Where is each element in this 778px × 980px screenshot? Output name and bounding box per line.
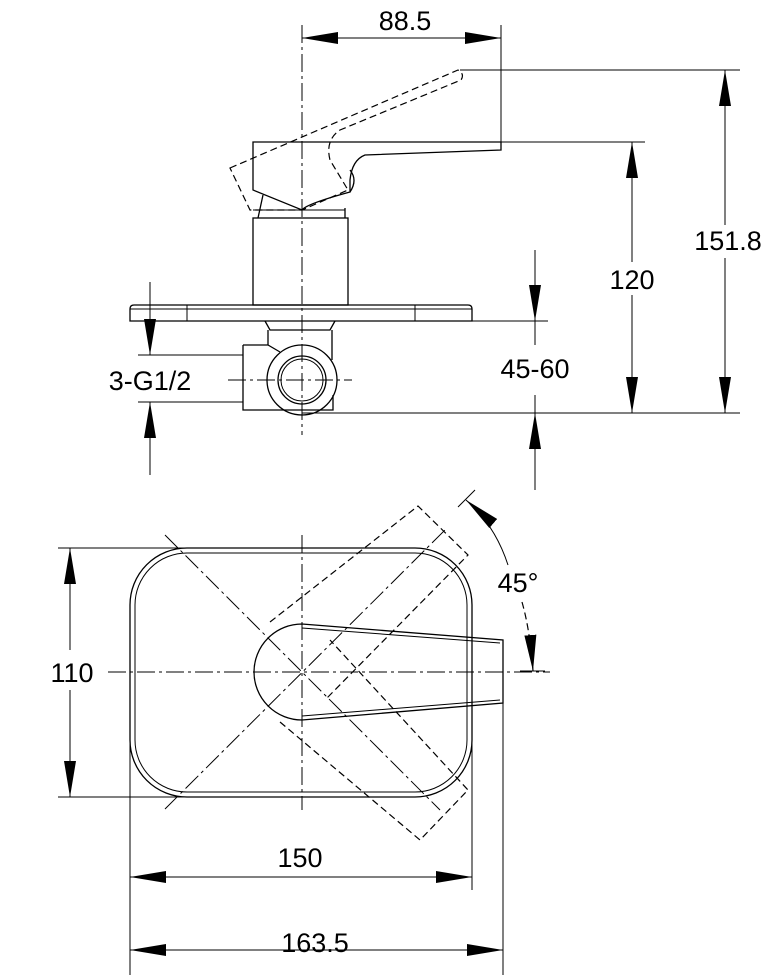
lever-handle-top [253,623,504,721]
dim-label-angle: 45° [498,568,539,598]
dim-label-total-height: 151.8 [694,226,762,256]
lever-rotated-up [269,505,469,701]
lever-handle [349,169,355,193]
side-view: 88.5 151.8 120 45-60 3-G1/2 [109,6,762,490]
diagonal-centerline [164,534,441,811]
top-view: 45° 110 150 163.5 [50,489,550,975]
extension-line [457,489,476,508]
angle-arc [521,601,537,672]
dim-label-connections: 3-G1/2 [109,366,192,396]
dim-label-plate-width: 150 [277,843,322,873]
wall-plate-top [129,547,473,798]
plate-edge [134,552,468,793]
dim-label-wall-depth: 45-60 [500,354,569,384]
wall-plate [129,304,473,322]
valve-body [264,320,336,331]
dim-label-plate-height: 110 [50,658,93,688]
dim-label-handle-reach: 88.5 [379,6,432,36]
diagonal-centerline [164,529,446,810]
dim-label-overall-width: 163.5 [281,928,349,958]
mixer-body [252,217,349,306]
valve-body [242,344,334,411]
lever-handle-top [301,627,501,717]
angle-arc [465,499,509,566]
lever-rotated-down [279,639,469,841]
lever-handle [252,141,502,211]
dim-label-handle-height: 120 [609,265,654,295]
lever-handle-raised [229,69,464,211]
valve-body [267,330,333,360]
